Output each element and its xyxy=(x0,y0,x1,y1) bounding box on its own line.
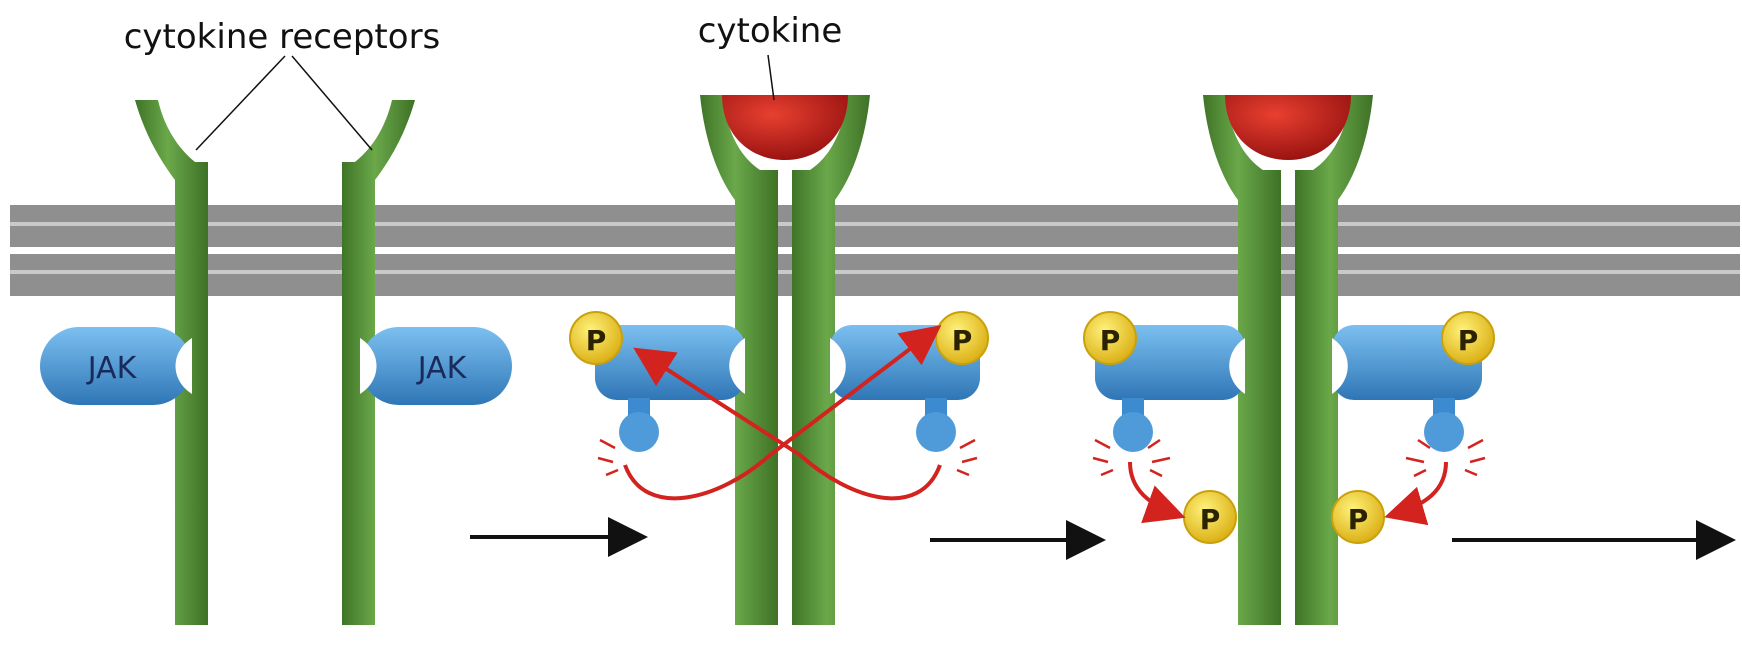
phosphate-icon: P xyxy=(570,312,622,364)
cytokine-icon xyxy=(1225,95,1351,160)
stage-2-bound: cytokine P P xyxy=(570,11,988,625)
stage-1-unbound: JAK JAK cytokine receptors xyxy=(40,17,512,625)
cytokine-label: cytokine xyxy=(698,11,843,51)
arrow-icon xyxy=(1130,462,1178,515)
svg-text:P: P xyxy=(586,324,607,357)
svg-text:P: P xyxy=(1458,324,1479,357)
jak-label-right: JAK xyxy=(416,351,468,386)
phosphate-icon: P xyxy=(1332,491,1384,543)
phosphate-icon: P xyxy=(1084,312,1136,364)
svg-text:P: P xyxy=(1100,324,1121,357)
stage-3-phosphorylated: P P P P xyxy=(1084,95,1494,625)
cytokine-icon xyxy=(722,95,848,160)
cell-membrane xyxy=(10,205,1740,296)
phosphate-icon: P xyxy=(1442,312,1494,364)
svg-text:P: P xyxy=(1348,503,1369,536)
svg-text:P: P xyxy=(952,324,973,357)
svg-text:P: P xyxy=(1200,503,1221,536)
jak-icon: JAK xyxy=(360,327,512,405)
jak-label-left: JAK xyxy=(86,351,138,386)
jak-icon: JAK xyxy=(40,327,192,405)
activity-lines-right xyxy=(957,440,977,475)
arrow-icon xyxy=(1392,462,1446,515)
activity-lines-left xyxy=(598,440,618,475)
receptors-label: cytokine receptors xyxy=(124,17,441,57)
phosphate-icon: P xyxy=(936,312,988,364)
phosphate-icon: P xyxy=(1184,491,1236,543)
